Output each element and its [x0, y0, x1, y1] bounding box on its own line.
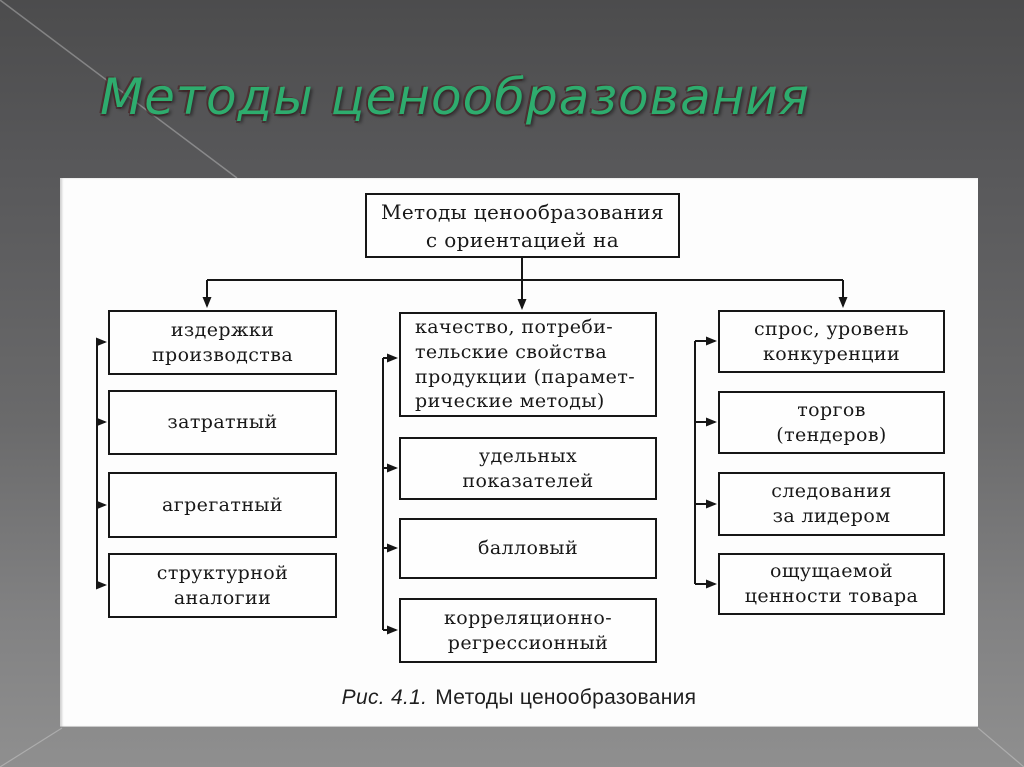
- node-quality-parametric-methods: качество, потреби- тельские свойства про…: [399, 312, 657, 417]
- figure-caption: Рис. 4.1. Методы ценообразования: [60, 686, 978, 710]
- pricing-methods-figure: Методы ценообразования с ориентацией на …: [60, 178, 978, 727]
- node-root-pricing-methods: Методы ценообразования с ориентацией на: [365, 193, 680, 258]
- node-structural-analogy: структурной аналогии: [108, 553, 337, 618]
- node-correlation-regression: корреляционно- регрессионный: [399, 598, 657, 663]
- node-scoring: балловый: [399, 518, 657, 579]
- node-demand-competition-level: спрос, уровень конкуренции: [718, 310, 945, 373]
- flowchart-connector-lines: [96, 258, 848, 635]
- node-auctions-tenders: торгов (тендеров): [718, 391, 945, 454]
- node-follow-the-leader: следования за лидером: [718, 472, 945, 536]
- node-perceived-value: ощущаемой ценности товара: [718, 553, 945, 615]
- slide-title: Методы ценообразования: [100, 68, 810, 126]
- figure-caption-text: Методы ценообразования: [435, 686, 697, 709]
- node-specific-indicators: удельных показателей: [399, 437, 657, 500]
- node-aggregate: агрегатный: [108, 472, 337, 538]
- figure-caption-number: Рис. 4.1.: [341, 686, 428, 709]
- node-production-costs: издержки производства: [108, 310, 337, 375]
- node-cost-based: затратный: [108, 390, 337, 455]
